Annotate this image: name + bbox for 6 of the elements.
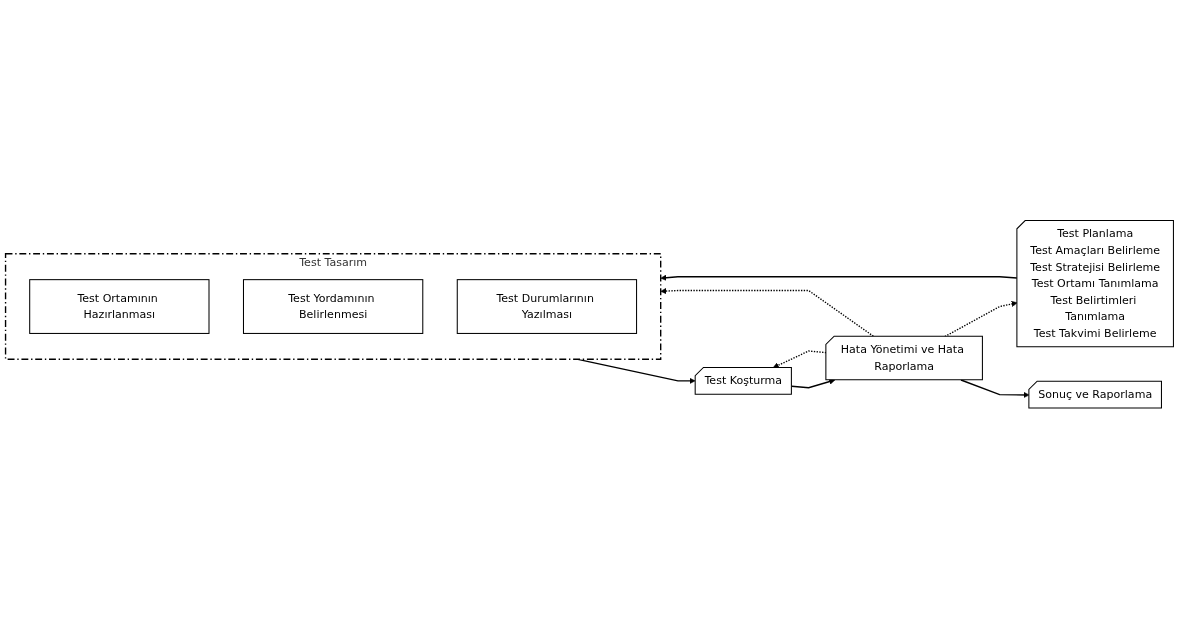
arrow <box>791 378 836 389</box>
arrow <box>660 287 875 337</box>
node-box: Test Ortamının Hazırlanması <box>29 278 210 334</box>
node-box: Test Durumlarının Yazılması <box>456 278 638 334</box>
arrow <box>577 358 696 384</box>
node-box: Test Yordamının Belirlenmesi <box>242 278 424 334</box>
